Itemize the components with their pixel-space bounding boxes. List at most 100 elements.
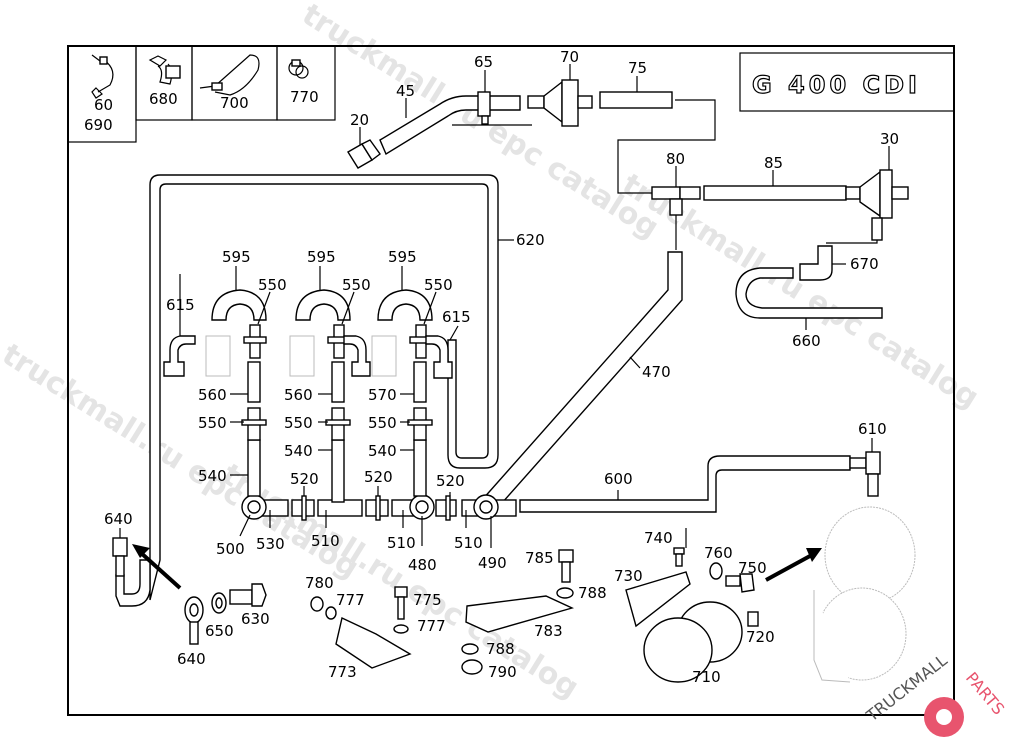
callout-640: 640 [104,510,133,528]
part-775-bolt [394,586,408,620]
callout-labels: 20 45 65 70 75 80 85 30 670 660 620 470 … [104,48,899,686]
part-785-bolt [558,549,574,583]
callout-75: 75 [628,59,647,77]
callout-610: 610 [858,420,887,438]
legend-label: 690 [84,116,113,134]
callout-720: 720 [746,628,775,646]
callout-660: 660 [792,332,821,350]
callout-600: 600 [604,470,633,488]
callout-65: 65 [474,53,493,71]
callout-20: 20 [350,111,369,129]
callout-650: 650 [205,622,234,640]
arrow-icon [765,554,811,582]
callout-595: 595 [388,248,417,266]
callout-615: 615 [166,296,195,314]
manifold-row [241,494,517,521]
part-710-accumulator [643,601,743,683]
callout-510: 510 [311,532,340,550]
part-788-washer [556,587,574,599]
callout-730: 730 [614,567,643,585]
part-615-elbow-left [163,335,196,377]
part-80-tee [651,186,701,216]
part-773-bracket [335,616,412,669]
callout-550: 550 [284,414,313,432]
callout-615: 615 [442,308,471,326]
callout-85: 85 [764,154,783,172]
callout-510: 510 [454,534,483,552]
part-600-hose [519,455,851,513]
legend-boxes: 60 690 680 700 770 [67,45,336,143]
diagram-frame [67,45,955,716]
callout-740: 740 [644,529,673,547]
arrow-head-icon [806,548,822,562]
part-650-washer [211,592,227,614]
callout-80: 80 [666,150,685,168]
legend-label: 60 [94,96,113,114]
callout-550: 550 [342,276,371,294]
callout-490: 490 [478,554,507,572]
callout-45: 45 [396,82,415,100]
part-595-arches [211,289,433,321]
part-780-nut [310,596,324,612]
part-70-check-valve [527,79,593,127]
part-760-grommet [709,562,723,580]
callout-550: 550 [424,276,453,294]
risers [241,324,433,503]
double-clip-icon [148,55,181,85]
part-85-tube [703,185,847,201]
logo-accent-text: PARTS [962,668,1008,718]
callout-520: 520 [364,468,393,486]
arrow-head-icon [132,544,150,558]
callout-777: 777 [336,591,365,609]
watermark: truckmall.ru epc catalog [216,457,585,706]
callout-540: 540 [368,442,397,460]
part-45-hose [379,95,521,156]
part-640-nipple [115,555,125,577]
callout-500: 500 [216,540,245,558]
part-620-hose [149,174,499,601]
part-20-connector [347,139,381,169]
part-30-check-valve [845,169,909,241]
callout-775: 775 [413,591,442,609]
callout-710: 710 [692,668,721,686]
callout-560: 560 [284,386,313,404]
part-790-grommet [461,659,483,675]
part-777-washer [325,606,337,620]
callout-550: 550 [198,414,227,432]
callout-530: 530 [256,535,285,553]
part-740-pin [673,547,685,567]
ghost-sensors [205,335,397,377]
part-660-hose [735,267,883,319]
callout-785: 785 [525,549,554,567]
callout-470: 470 [642,363,671,381]
callout-777: 777 [417,617,446,635]
part-610-tee [849,451,881,497]
callout-540: 540 [198,467,227,485]
part-777-washer-2 [393,624,409,634]
callout-630: 630 [241,610,270,628]
leader-lines [119,64,890,548]
callout-480: 480 [408,556,437,574]
callout-550: 550 [258,276,287,294]
line-75-to-80 [617,99,716,194]
callout-30: 30 [880,130,899,148]
callout-510: 510 [387,534,416,552]
callout-595: 595 [307,248,336,266]
gear-hole [936,709,952,725]
callout-520: 520 [436,472,465,490]
title-box [739,52,955,112]
part-615-elbow-right [425,335,453,379]
callout-783: 783 [534,622,563,640]
part-783-bracket [465,595,575,633]
callout-750: 750 [738,559,767,577]
part-470-hose [481,251,683,514]
callout-560: 560 [198,386,227,404]
callout-70: 70 [560,48,579,66]
callout-788: 788 [486,640,515,658]
part-670-elbow [799,245,833,281]
part-730-bracket [625,571,691,628]
part-75-tube [599,91,673,109]
legend-label: 700 [220,94,249,112]
part-750-bolt [725,573,755,593]
